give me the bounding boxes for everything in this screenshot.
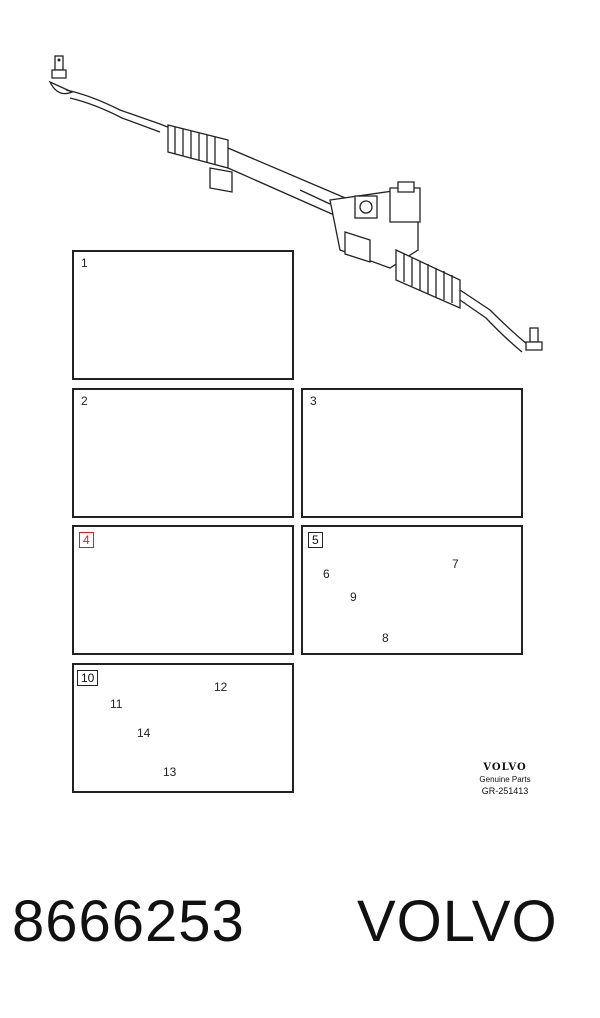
part-number: 8666253 <box>12 889 245 954</box>
label-5: 5 <box>308 532 323 548</box>
label-12: 12 <box>214 680 228 694</box>
brand-subtitle: Genuine Parts <box>479 775 531 784</box>
brand-block: VOLVO Genuine Parts GR-251413 <box>470 762 540 796</box>
panel-5 <box>301 525 523 655</box>
label-13: 13 <box>163 765 177 779</box>
label-11: 11 <box>110 697 123 711</box>
label-7: 7 <box>452 557 459 571</box>
label-4[interactable]: 4 <box>79 532 94 548</box>
label-8: 8 <box>382 631 389 645</box>
maker-name: VOLVO <box>357 889 558 954</box>
brand-logo: VOLVO <box>483 762 527 773</box>
label-2: 2 <box>81 394 88 408</box>
label-9: 9 <box>350 590 357 604</box>
panel-1 <box>72 250 294 380</box>
label-6: 6 <box>323 567 330 581</box>
label-1: 1 <box>81 256 88 270</box>
label-3: 3 <box>310 394 317 408</box>
label-10: 10 <box>77 670 99 686</box>
panel-10 <box>72 663 294 793</box>
panel-3 <box>301 388 523 518</box>
panel-4 <box>72 525 294 655</box>
panel-2 <box>72 388 294 518</box>
label-14: 14 <box>137 726 151 740</box>
diagram-code: GR-251413 <box>481 786 529 796</box>
